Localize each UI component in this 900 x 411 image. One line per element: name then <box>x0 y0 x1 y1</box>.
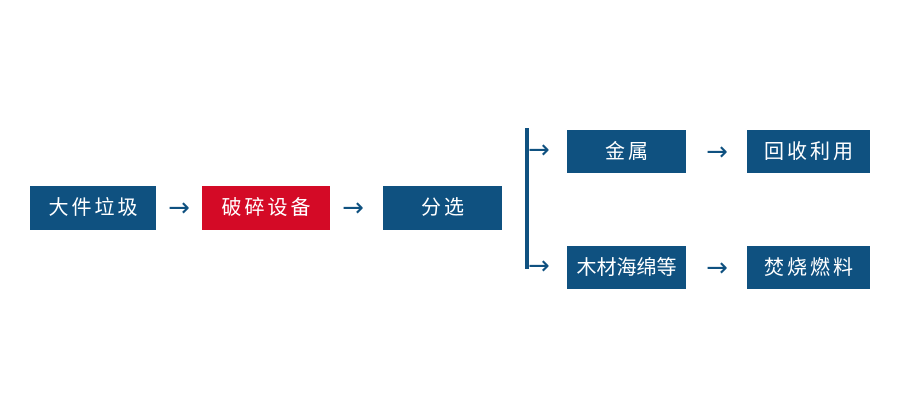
arrow-right-icon-branch-bottom: → <box>528 251 550 281</box>
node-wood-sponge-etc[interactable]: 木材海绵等 <box>567 246 686 289</box>
node-bulky-waste[interactable]: 大件垃圾 <box>30 186 156 230</box>
arrow-right-icon-chain-1: → <box>168 193 190 223</box>
node-crushing-equipment[interactable]: 破碎设备 <box>202 186 330 230</box>
branch-bracket-stem <box>525 128 529 269</box>
arrow-right-icon-metal: → <box>706 137 728 167</box>
arrow-right-icon-combustible: → <box>706 253 728 283</box>
node-sorting[interactable]: 分选 <box>383 186 502 230</box>
arrow-right-icon-branch-top: → <box>528 135 550 165</box>
node-recycling-reuse[interactable]: 回收利用 <box>747 130 870 173</box>
arrow-right-icon-chain-2: → <box>342 193 364 223</box>
node-metal[interactable]: 金属 <box>567 130 686 173</box>
node-incineration-fuel[interactable]: 焚烧燃料 <box>747 246 870 289</box>
